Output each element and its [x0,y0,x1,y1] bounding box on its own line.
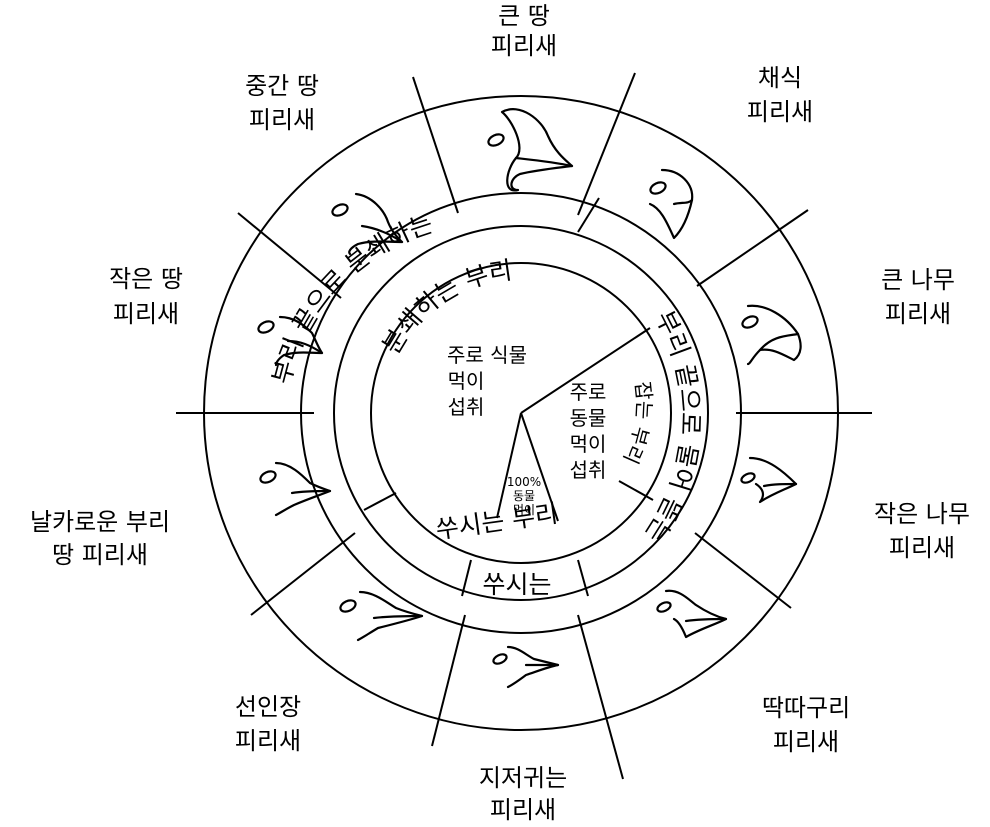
svg-text:중간 땅: 중간 땅 [245,72,319,100]
svg-text:땅 피리새: 땅 피리새 [52,541,148,569]
svg-text:피리새: 피리새 [235,727,301,755]
svg-text:섭취: 섭취 [570,458,607,482]
svg-text:피리새: 피리새 [113,300,179,328]
core-plant-label: 주로 식물 먹이 섭취 [447,343,527,419]
label-vegetarian-finch: 채식 피리새 [747,64,813,126]
beak-small-tree-icon [740,458,796,502]
svg-text:피리새: 피리새 [249,106,315,134]
label-woodpecker-finch: 딱따구리 피리새 [762,694,850,756]
svg-text:큰 나무: 큰 나무 [881,266,955,294]
svg-text:피리새: 피리새 [491,32,557,60]
svg-text:피리새: 피리새 [773,728,839,756]
svg-text:피리새: 피리새 [885,300,951,328]
beak-large-ground-icon [487,109,572,190]
svg-text:피리새: 피리새 [747,98,813,126]
svg-text:지저귀는: 지저귀는 [479,764,567,792]
svg-text:큰 땅: 큰 땅 [498,2,550,30]
inner-ring-grasping-label: 잡는 부리 [619,380,657,467]
svg-text:먹이: 먹이 [570,432,607,456]
label-sharp-beaked-ground-finch: 날카로운 부리 땅 피리새 [30,508,170,569]
svg-text:날카로운 부리: 날카로운 부리 [30,508,170,536]
svg-text:먹이: 먹이 [448,369,485,393]
inner-ring-probing-label: 쑤시는 부리 [434,499,560,545]
svg-text:작은 땅: 작은 땅 [109,265,183,293]
svg-text:동물: 동물 [513,489,535,503]
middle-ring-crushing-label: 부리 끝으로 분쇄하는 [267,209,437,387]
svg-text:채식: 채식 [758,64,802,92]
core-animal-label: 주로 동물 먹이 섭취 [570,380,607,482]
label-warbler-finch: 지저귀는 피리새 [479,764,567,824]
outer-spokes [176,73,872,779]
label-medium-ground-finch: 중간 땅 피리새 [245,72,319,134]
svg-text:100%: 100% [507,475,541,489]
svg-text:섭취: 섭취 [448,395,485,419]
label-small-ground-finch: 작은 땅 피리새 [109,265,183,328]
svg-text:주로 식물: 주로 식물 [447,343,527,367]
svg-text:피리새: 피리새 [490,796,556,824]
beak-woodpecker-icon [656,591,726,637]
svg-text:딱따구리: 딱따구리 [762,694,850,722]
label-large-tree-finch: 큰 나무 피리새 [881,266,955,328]
beak-large-tree-icon [741,306,801,364]
label-large-ground-finch: 큰 땅 피리새 [491,2,557,60]
beak-warbler-icon [492,647,558,687]
beak-sharp-beaked-icon [259,463,330,515]
beak-cactus-icon [339,592,422,640]
svg-text:먹이: 먹이 [513,503,535,517]
svg-text:주로: 주로 [570,380,607,404]
svg-text:선인장: 선인장 [235,693,301,721]
label-cactus-finch: 선인장 피리새 [235,693,301,755]
label-small-tree-finch: 작은 나무 피리새 [874,500,970,562]
svg-text:피리새: 피리새 [889,534,955,562]
beak-vegetarian-icon [649,170,693,238]
middle-ring-probing-label: 쑤시는 [482,570,551,599]
svg-text:작은 나무: 작은 나무 [874,500,970,528]
svg-text:동물: 동물 [570,406,607,430]
